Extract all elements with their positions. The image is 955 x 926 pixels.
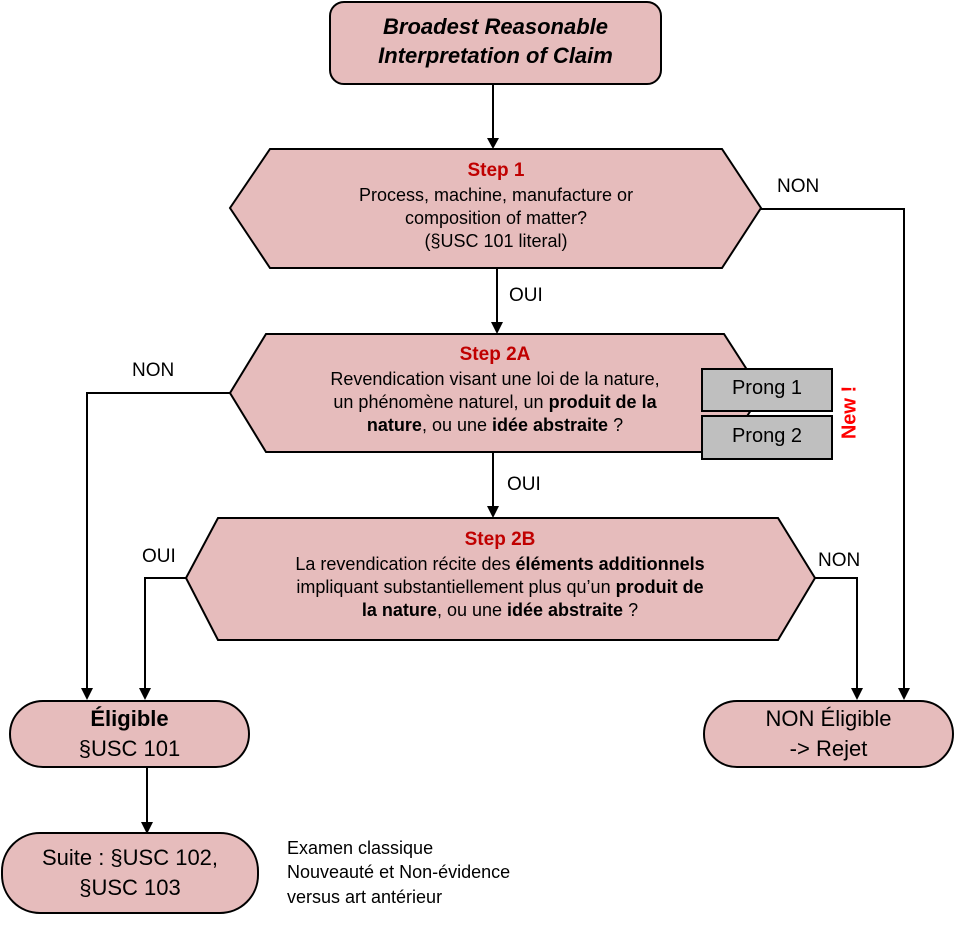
- start-node-shape: [329, 1, 662, 85]
- step2b-line3: la nature, ou une idée abstraite ?: [230, 599, 770, 622]
- eligible-node: Éligible §USC 101: [10, 704, 249, 763]
- step2a-line2-bold: produit de la: [548, 392, 657, 413]
- not-eligible-node-shape: [703, 700, 954, 768]
- arrowhead: [81, 688, 93, 700]
- edge-step2a-no: [86, 392, 230, 692]
- prong2-box: [701, 415, 833, 460]
- step2b-line2-text: impliquant substantiellement plus qu’un: [296, 577, 616, 598]
- step2b-line3-bold2: idée abstraite: [507, 600, 624, 621]
- eligible-line2: §USC 101: [78, 735, 181, 761]
- prong1-box: [701, 368, 833, 412]
- not-eligible-line2: -> Rejet: [789, 735, 868, 761]
- arrowhead: [851, 688, 863, 700]
- start-node-line1: Broadest Reasonable: [383, 14, 608, 39]
- edge-step2b-yes: [144, 577, 186, 692]
- step2a-line3-bold2: idée abstraite: [492, 415, 609, 436]
- eligible-node-shape: [9, 700, 250, 768]
- next-node-shape: [1, 832, 259, 914]
- step2b-title: Step 2B: [464, 529, 536, 550]
- edge-label-step1-no: NON: [777, 176, 820, 197]
- arrowhead: [139, 688, 151, 700]
- note-line2: Nouveauté et Non-évidence: [287, 862, 511, 883]
- step2b-line1-bold: éléments additionnels: [515, 553, 705, 574]
- step2a-node: Step 2A Revendication visant une loi de …: [280, 343, 710, 438]
- next-note: Examen classique Nouveauté et Non-éviden…: [287, 836, 510, 909]
- step1-node: Step 1 Process, machine, manufacture or …: [270, 159, 722, 254]
- step1-line2: composition of matter?: [404, 208, 588, 229]
- edge-step2b-no: [815, 577, 858, 692]
- edge-label-step2b-yes: OUI: [142, 546, 176, 567]
- step2a-line2-text: un phénomène naturel, un: [333, 392, 549, 413]
- new-badge: New !: [838, 385, 861, 440]
- edge-label-step2b-no: NON: [818, 550, 861, 571]
- next-line2: §USC 103: [79, 874, 181, 900]
- step2b-node: Step 2B La revendication récite des élém…: [230, 528, 770, 623]
- step2a-line2: un phénomène naturel, un produit de la: [280, 391, 710, 414]
- step1-title: Step 1: [467, 160, 525, 181]
- arrowhead: [487, 506, 499, 518]
- arrowhead: [491, 322, 503, 334]
- step2a-title: Step 2A: [459, 344, 531, 365]
- step2a-line3-bold1: nature: [366, 415, 422, 436]
- arrowhead: [898, 688, 910, 700]
- prong1-label: Prong 1: [731, 377, 803, 399]
- edge-step1-no: [761, 208, 905, 692]
- step2b-line3-text1: , ou une: [436, 600, 507, 621]
- step2a-line3: nature, ou une idée abstraite ?: [280, 414, 710, 437]
- next-line1: Suite : §USC 102,: [41, 845, 219, 870]
- note-line1: Examen classique: [287, 838, 434, 858]
- step2b-line1: La revendication récite des éléments add…: [230, 553, 770, 576]
- note-line3: versus art antérieur: [287, 886, 443, 907]
- edge-label-step1-yes: OUI: [509, 285, 543, 306]
- step2a-line3-text2: ?: [608, 415, 624, 436]
- step2b-line2-bold: produit de: [615, 577, 704, 598]
- step2b-line1-text: La revendication récite des: [295, 553, 516, 574]
- step2b-line2: impliquant substantiellement plus qu’un …: [230, 576, 770, 599]
- step2b-line3-text2: ?: [623, 600, 639, 621]
- arrowhead: [141, 822, 153, 834]
- step1-line1: Process, machine, manufacture or: [358, 184, 634, 205]
- next-node: Suite : §USC 102, §USC 103: [2, 843, 258, 902]
- eligible-line1: Éligible: [90, 706, 169, 731]
- step1-shape: [228, 148, 763, 269]
- edge-label-step2a-yes: OUI: [507, 474, 541, 495]
- start-node: Broadest Reasonable Interpretation of Cl…: [330, 13, 661, 70]
- prong2-label: Prong 2: [731, 425, 803, 447]
- not-eligible-line1: NON Éligible: [765, 706, 892, 731]
- step2a-line1: Revendication visant une loi de la natur…: [330, 368, 660, 389]
- step2b-line3-bold1: la nature: [361, 600, 437, 621]
- edge-label-step2a-no: NON: [132, 360, 175, 381]
- not-eligible-node: NON Éligible -> Rejet: [704, 704, 953, 763]
- step2a-line3-text1: , ou une: [421, 415, 492, 436]
- arrowhead: [487, 138, 499, 149]
- start-node-line2: Interpretation of Claim: [378, 42, 613, 68]
- step1-line3: (§USC 101 literal): [424, 231, 568, 252]
